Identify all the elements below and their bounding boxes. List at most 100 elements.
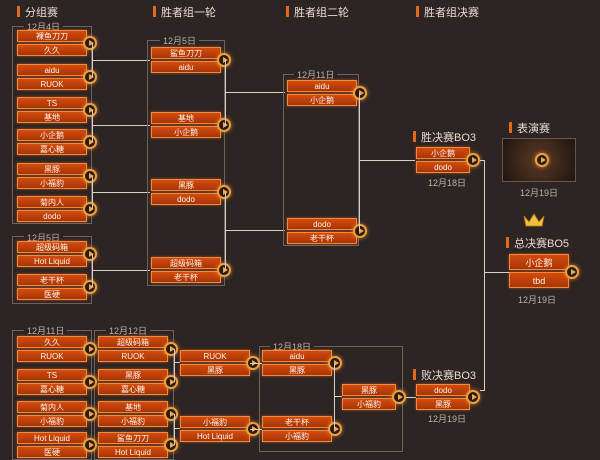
play-icon[interactable]: [83, 135, 97, 149]
team-slot[interactable]: dodo: [416, 161, 470, 173]
team-slot[interactable]: Hot Liquid: [17, 255, 87, 267]
team-slot[interactable]: 小福豹: [262, 430, 332, 442]
lb-r1-match-2: TS 嘉心糖: [17, 369, 97, 395]
team-slot[interactable]: RUOK: [180, 350, 250, 362]
play-icon[interactable]: [466, 153, 480, 167]
team-slot[interactable]: 黑豚: [98, 369, 168, 381]
team-slot[interactable]: RUOK: [98, 350, 168, 362]
team-slot[interactable]: dodo: [17, 210, 87, 222]
team-slot[interactable]: 黑豚: [342, 384, 396, 396]
lb-date-1: 12月11日: [24, 324, 68, 337]
team-slot[interactable]: 久久: [17, 44, 87, 56]
team-slot[interactable]: aidu: [262, 350, 332, 362]
team-slot[interactable]: tbd: [509, 272, 569, 288]
team-slot[interactable]: 久久: [17, 336, 87, 348]
team-slot[interactable]: 鲨鱼刀刀: [98, 432, 168, 444]
team-slot[interactable]: 老干杯: [151, 271, 221, 283]
team-slot[interactable]: 老干杯: [17, 274, 87, 286]
team-slot[interactable]: 小福豹: [180, 416, 250, 428]
team-slot[interactable]: dodo: [287, 218, 357, 230]
play-icon[interactable]: [328, 356, 342, 370]
team-slot[interactable]: 基地: [17, 111, 87, 123]
play-icon[interactable]: [217, 185, 231, 199]
play-icon[interactable]: [353, 224, 367, 238]
team-slot[interactable]: Hot Liquid: [180, 430, 250, 442]
team-slot[interactable]: dodo: [151, 193, 221, 205]
team-slot[interactable]: 超级码箱: [17, 241, 87, 253]
connector: [92, 110, 93, 142]
team-slot[interactable]: 超级码箱: [98, 336, 168, 348]
wr2-date: 12月11日: [294, 68, 338, 81]
connector: [406, 397, 416, 398]
team-slot[interactable]: 小企鹅: [17, 129, 87, 141]
wr1-match-2: 基地 小企鹅: [151, 112, 231, 138]
play-icon[interactable]: [328, 422, 342, 436]
team-slot[interactable]: 基地: [98, 401, 168, 413]
team-slot[interactable]: 黑豚: [416, 398, 470, 410]
play-icon[interactable]: [466, 390, 480, 404]
team-slot[interactable]: 小福豹: [342, 398, 396, 410]
team-slot[interactable]: 基地: [151, 112, 221, 124]
play-icon[interactable]: [83, 280, 97, 294]
play-icon[interactable]: [565, 265, 579, 279]
team-slot[interactable]: 嘉心糖: [17, 383, 87, 395]
group-match-4: 小企鹅 嘉心糖: [17, 129, 97, 155]
team-slot[interactable]: 菊内人: [17, 196, 87, 208]
play-icon[interactable]: [83, 202, 97, 216]
team-slot[interactable]: 黑豚: [151, 179, 221, 191]
play-icon[interactable]: [83, 342, 97, 356]
team-slot[interactable]: aidu: [17, 64, 87, 76]
team-slot[interactable]: 黑豚: [262, 364, 332, 376]
team-slot[interactable]: 超级码箱: [151, 257, 221, 269]
play-icon[interactable]: [83, 438, 97, 452]
team-slot[interactable]: 鲨鱼刀刀: [151, 47, 221, 59]
team-slot[interactable]: 医硬: [17, 446, 87, 458]
team-slot[interactable]: 黑豚: [17, 163, 87, 175]
team-slot[interactable]: 嘉心糖: [17, 143, 87, 155]
lb-r2-match-4: 鲨鱼刀刀 Hot Liquid: [98, 432, 178, 458]
team-slot[interactable]: Hot Liquid: [17, 432, 87, 444]
play-icon[interactable]: [83, 407, 97, 421]
team-slot[interactable]: TS: [17, 369, 87, 381]
team-slot[interactable]: RUOK: [17, 78, 87, 90]
play-icon[interactable]: [217, 263, 231, 277]
play-icon[interactable]: [164, 342, 178, 356]
play-icon[interactable]: [535, 153, 549, 167]
team-slot[interactable]: 菊内人: [17, 401, 87, 413]
play-icon[interactable]: [392, 390, 406, 404]
team-slot[interactable]: RUOK: [17, 350, 87, 362]
team-slot[interactable]: 医硬: [17, 288, 87, 300]
play-icon[interactable]: [217, 53, 231, 67]
team-slot[interactable]: 小福豹: [17, 177, 87, 189]
team-slot[interactable]: 小福豹: [98, 415, 168, 427]
team-slot[interactable]: aidu: [287, 80, 357, 92]
team-slot[interactable]: 老干杯: [262, 416, 332, 428]
team-slot[interactable]: 黑豚: [180, 364, 250, 376]
team-slot[interactable]: 小企鹅: [416, 147, 470, 159]
team-slot[interactable]: 小企鹅: [287, 94, 357, 106]
play-icon[interactable]: [83, 247, 97, 261]
team-slot[interactable]: dodo: [416, 384, 470, 396]
team-slot[interactable]: 嘉心糖: [98, 383, 168, 395]
team-slot[interactable]: TS: [17, 97, 87, 109]
header-group-stage: 分组赛: [17, 6, 58, 20]
play-icon[interactable]: [83, 103, 97, 117]
play-icon[interactable]: [164, 407, 178, 421]
team-slot[interactable]: 小企鹅: [509, 254, 569, 270]
team-slot[interactable]: 老干杯: [287, 232, 357, 244]
play-icon[interactable]: [83, 169, 97, 183]
show-match-thumbnail[interactable]: [502, 138, 576, 182]
team-slot[interactable]: Hot Liquid: [98, 446, 168, 458]
team-slot[interactable]: aidu: [151, 61, 221, 73]
play-icon[interactable]: [83, 36, 97, 50]
play-icon[interactable]: [83, 70, 97, 84]
play-icon[interactable]: [353, 86, 367, 100]
play-icon[interactable]: [164, 438, 178, 452]
team-slot[interactable]: 小福豹: [17, 415, 87, 427]
team-slot[interactable]: 裸鱼刀刀: [17, 30, 87, 42]
lf-date: 12月19日: [428, 414, 467, 424]
play-icon[interactable]: [164, 375, 178, 389]
play-icon[interactable]: [217, 118, 231, 132]
play-icon[interactable]: [83, 375, 97, 389]
team-slot[interactable]: 小企鹅: [151, 126, 221, 138]
